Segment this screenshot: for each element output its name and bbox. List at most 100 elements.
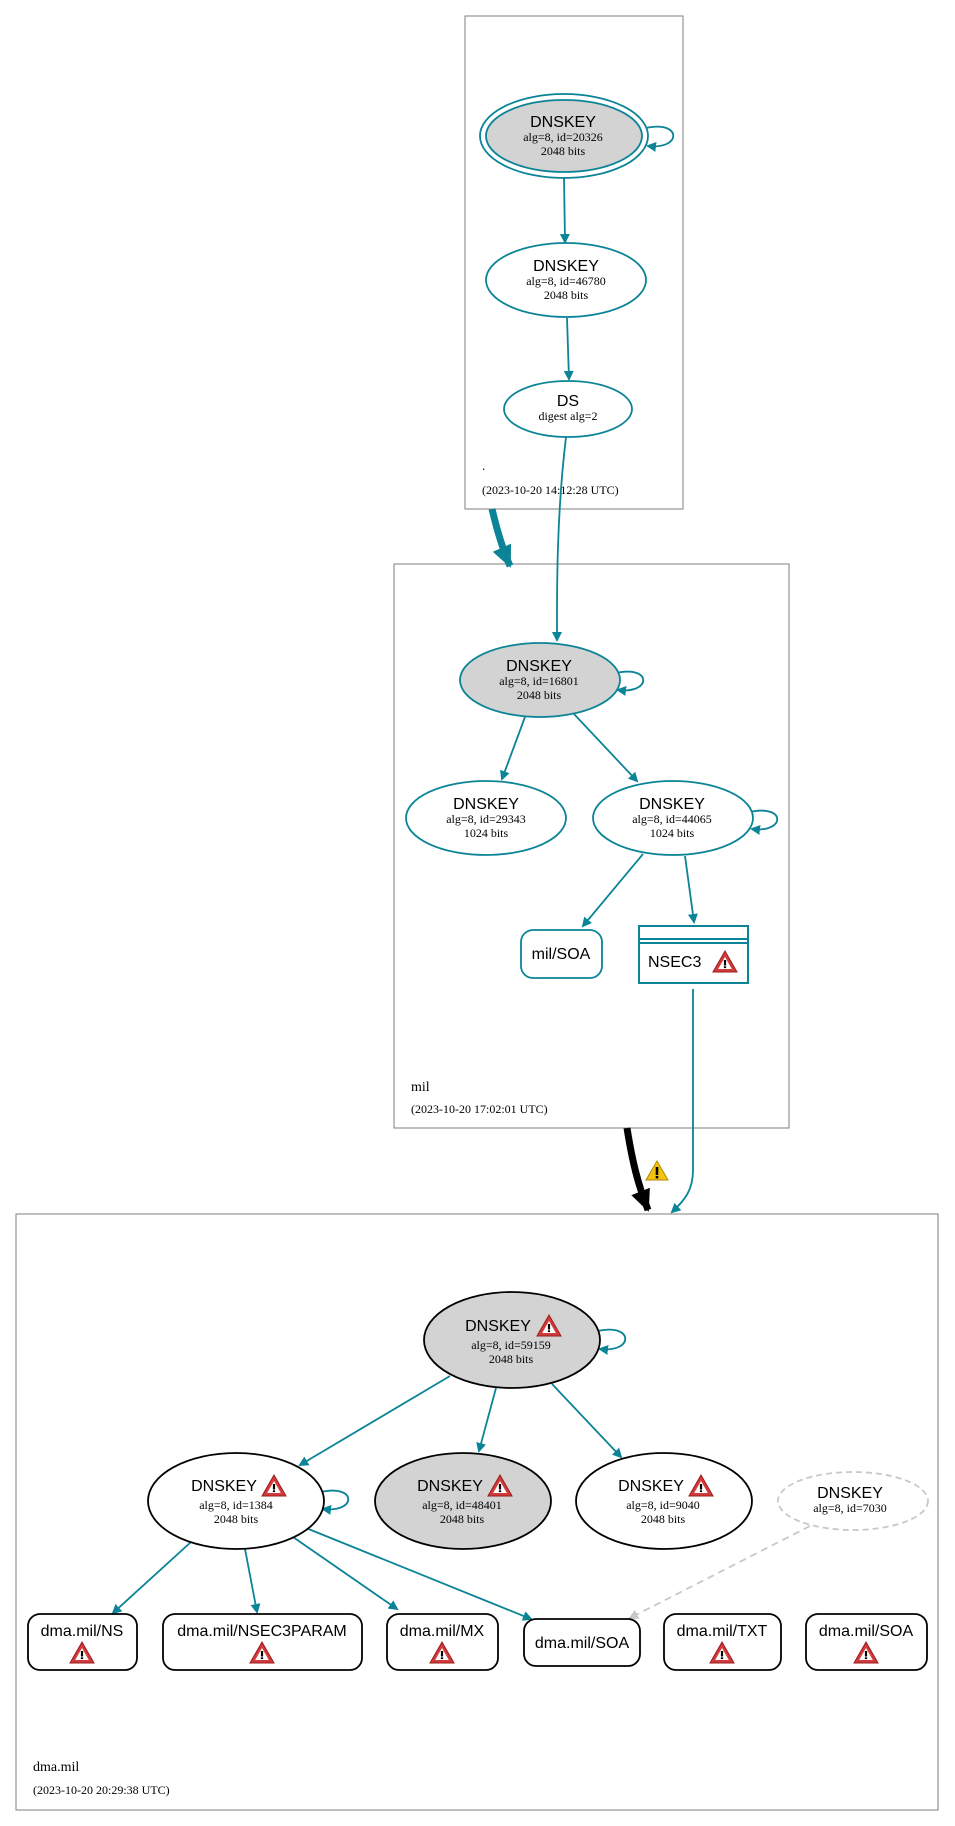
node-dma-soa-valid[interactable]: dma.mil/SOA: [523, 1618, 641, 1667]
node-dma-ksk[interactable]: DNSKEY alg=8, id=59159 2048 bits: [423, 1291, 601, 1389]
edge-dma-1384-to-ns: [111, 1541, 192, 1615]
node-line1: alg=8, id=20326: [523, 130, 603, 144]
node-title: mil/SOA: [532, 946, 591, 963]
zone-mil-name: mil: [411, 1080, 430, 1095]
node-mil-ksk[interactable]: DNSKEY alg=8, id=16801 2048 bits: [459, 642, 621, 718]
zone-dma-box: [15, 1213, 939, 1811]
edge-mil-44065-to-soa: [581, 853, 644, 928]
node-title: DS: [557, 393, 579, 410]
node-line1: alg=8, id=59159: [471, 1338, 551, 1352]
node-line1: alg=8, id=46780: [526, 274, 606, 288]
edge-mil-nsec3-to-dma: [670, 989, 694, 1214]
edge-dma-1384-to-nsec3param: [244, 1548, 261, 1614]
node-title: DNSKEY: [465, 1318, 531, 1335]
node-title: dma.mil/TXT: [677, 1623, 768, 1640]
node-title: dma.mil/NSEC3PARAM: [177, 1623, 347, 1640]
edge-dma-7030-to-soa: [628, 1525, 811, 1619]
node-title: NSEC3: [648, 954, 701, 971]
node-line2: 2048 bits: [541, 144, 586, 158]
node-dma-dnskey-48401[interactable]: DNSKEY alg=8, id=48401 2048 bits: [374, 1452, 552, 1550]
error-icon: [709, 1640, 735, 1664]
edge-root-ksk-to-zsk: [559, 176, 570, 244]
node-dma-soa-error[interactable]: dma.mil/SOA: [805, 1613, 928, 1671]
node-mil-nsec3[interactable]: NSEC3: [638, 925, 749, 984]
node-line1: alg=8, id=1384: [199, 1498, 273, 1512]
zone-root-name: .: [482, 458, 485, 473]
node-title: DNSKEY: [618, 1478, 684, 1495]
node-dma-mx[interactable]: dma.mil/MX: [386, 1613, 499, 1671]
node-title: dma.mil/NS: [41, 1623, 124, 1640]
zone-mil-box: [393, 563, 790, 1129]
node-title: DNSKEY: [191, 1478, 257, 1495]
node-line2: 2048 bits: [544, 288, 589, 302]
edge-delegation-root-mil: [488, 508, 514, 568]
error-icon: [688, 1473, 714, 1497]
node-dma-dnskey-1384[interactable]: DNSKEY alg=8, id=1384 2048 bits: [147, 1452, 325, 1550]
edge-root-ds-to-mil-ksk: [551, 436, 567, 642]
node-line1: alg=8, id=9040: [626, 1498, 700, 1512]
node-root-ds[interactable]: DS digest alg=2: [503, 380, 633, 438]
node-line2: 1024 bits: [464, 826, 509, 840]
node-line1: alg=8, id=44065: [632, 812, 712, 826]
zone-root-box: [464, 15, 684, 510]
node-line2: 2048 bits: [214, 1512, 259, 1526]
edge-mil-ksk-self: [615, 670, 645, 696]
edge-delegation-mil-dma: [623, 1127, 652, 1212]
error-icon: [261, 1473, 287, 1497]
node-line1: alg=8, id=29343: [446, 812, 526, 826]
node-dma-nsec3param[interactable]: dma.mil/NSEC3PARAM: [162, 1613, 363, 1671]
node-mil-dnskey-44065[interactable]: DNSKEY alg=8, id=44065 1024 bits: [592, 780, 754, 856]
node-line1: alg=8, id=7030: [813, 1501, 887, 1515]
zone-dma-name: dma.mil: [33, 1760, 79, 1775]
node-line1: digest alg=2: [538, 409, 597, 423]
node-line1: alg=8, id=48401: [422, 1498, 502, 1512]
edge-mil-ksk-to-29343: [500, 716, 526, 781]
node-dma-dnskey-9040[interactable]: DNSKEY alg=8, id=9040 2048 bits: [575, 1452, 753, 1550]
edge-dma-ksk-to-1384: [298, 1375, 451, 1467]
node-dma-ns[interactable]: dma.mil/NS: [27, 1613, 138, 1671]
error-icon: [853, 1640, 879, 1664]
node-title: DNSKEY: [533, 258, 599, 275]
node-title: DNSKEY: [639, 796, 705, 813]
node-root-zsk[interactable]: DNSKEY alg=8, id=46780 2048 bits: [485, 242, 647, 318]
error-icon: [429, 1640, 455, 1664]
zone-dma-timestamp: (2023-10-20 20:29:38 UTC): [33, 1783, 170, 1797]
node-mil-soa[interactable]: mil/SOA: [520, 929, 603, 979]
node-dma-dnskey-7030[interactable]: DNSKEY alg=8, id=7030: [777, 1471, 929, 1531]
node-title: dma.mil/SOA: [535, 1635, 630, 1652]
node-line2: 1024 bits: [650, 826, 695, 840]
edge-root-ksk-self: [645, 125, 675, 152]
zone-root-timestamp: (2023-10-20 14:12:28 UTC): [482, 483, 619, 497]
node-mil-dnskey-29343[interactable]: DNSKEY alg=8, id=29343 1024 bits: [405, 780, 567, 856]
node-line1: alg=8, id=16801: [499, 674, 579, 688]
error-icon: [712, 949, 738, 973]
error-icon: [536, 1313, 562, 1337]
error-icon: [69, 1640, 95, 1664]
edge-mil-44065-to-nsec3: [684, 855, 698, 924]
edge-dma-ksk-to-9040: [551, 1383, 623, 1459]
node-line2: 2048 bits: [641, 1512, 686, 1526]
edge-dma-ksk-self: [597, 1328, 627, 1355]
edge-mil-ksk-to-44065: [573, 713, 639, 783]
node-dma-txt[interactable]: dma.mil/TXT: [663, 1613, 782, 1671]
node-title: DNSKEY: [530, 114, 596, 131]
node-line2: 2048 bits: [440, 1512, 485, 1526]
edge-dma-1384-to-mx: [292, 1536, 399, 1611]
node-root-ksk[interactable]: DNSKEY alg=8, id=20326 2048 bits: [479, 93, 649, 179]
node-title: dma.mil/SOA: [819, 1623, 914, 1640]
edge-dma-ksk-to-48401: [476, 1387, 497, 1453]
edge-dma-1384-self: [320, 1489, 350, 1515]
edge-mil-44065-self: [749, 809, 779, 835]
node-title: DNSKEY: [817, 1485, 883, 1502]
edge-dma-1384-to-soa: [305, 1527, 533, 1621]
error-icon: [249, 1640, 275, 1664]
edge-root-zsk-to-ds: [563, 317, 574, 381]
zone-mil-timestamp: (2023-10-20 17:02:01 UTC): [411, 1102, 548, 1116]
node-title: DNSKEY: [417, 1478, 483, 1495]
node-line2: 2048 bits: [489, 1352, 534, 1366]
node-title: DNSKEY: [506, 658, 572, 675]
node-title: DNSKEY: [453, 796, 519, 813]
node-line2: 2048 bits: [517, 688, 562, 702]
warning-icon: [645, 1160, 669, 1181]
